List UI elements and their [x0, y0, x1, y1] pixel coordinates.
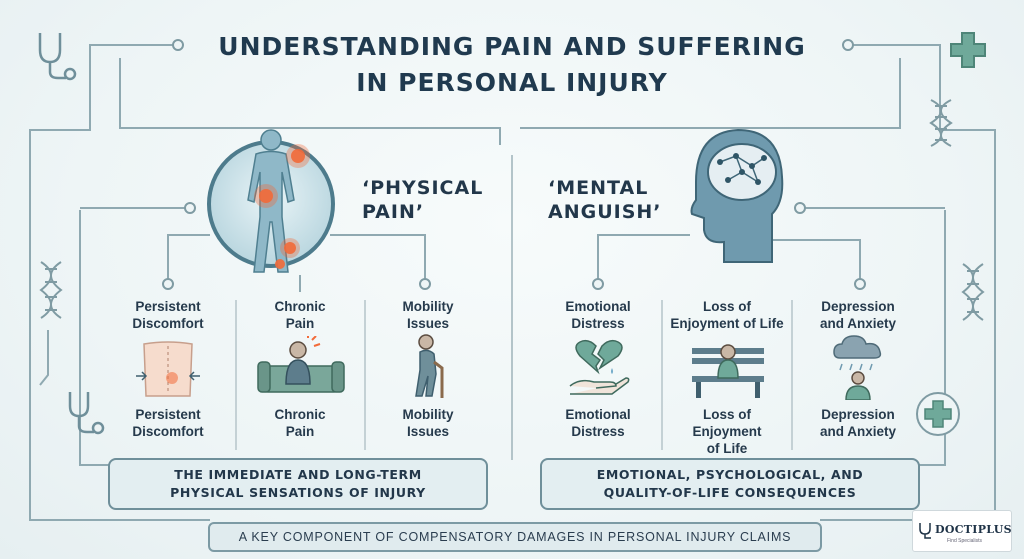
physical-summary-box: THE IMMEDIATE AND LONG-TERM PHYSICAL SEN…: [108, 458, 488, 510]
label-line: Enjoyment of Life: [670, 316, 784, 331]
logo-tagline: Find Specialists: [947, 538, 983, 544]
person-with-cane-icon: [415, 334, 444, 398]
persistent-discomfort-label: Persistent Discomfort: [106, 298, 230, 332]
stethoscope-icon: [38, 33, 77, 81]
caption-line: Persistent: [135, 407, 201, 422]
physical-heading-line-2: PAIN’: [362, 201, 425, 223]
loss-of-enjoyment-label: Loss of Enjoyment of Life: [664, 298, 790, 332]
label-line: and Anxiety: [819, 316, 897, 331]
caption-line: Mobility: [402, 407, 454, 422]
mobility-issues-label: Mobility Issues: [368, 298, 488, 332]
label-line: Pain: [285, 316, 315, 331]
emotional-distress-label: Emotional Distress: [538, 298, 658, 332]
label-line: Emotional: [565, 299, 631, 314]
caption-line: Issues: [406, 424, 450, 439]
depression-anxiety-caption: Depression and Anxiety: [796, 406, 920, 440]
physical-summary-line-2: PHYSICAL SENSATIONS OF INJURY: [170, 485, 426, 500]
caption-line: Discomfort: [132, 424, 204, 439]
dna-icon-left: [39, 261, 63, 319]
logo-text: DOCTIPLUS: [935, 523, 1012, 536]
doctiplus-logo: DOCTIPLUS Find Specialists: [912, 510, 1012, 552]
medical-cross-circle-icon: [916, 392, 960, 436]
mental-summary-line-1: EMOTIONAL, PSYCHOLOGICAL, AND: [596, 467, 864, 482]
caption-line: of Life: [706, 441, 748, 456]
human-body-icon: [207, 129, 335, 273]
caption-line: and Anxiety: [819, 424, 897, 439]
label-line: Issues: [406, 316, 450, 331]
caption-line: Enjoyment: [692, 424, 762, 439]
person-on-bench-icon: [692, 344, 764, 398]
logo-stethoscope-icon: [919, 523, 931, 539]
label-line: Mobility: [402, 299, 454, 314]
dna-icon-right: [961, 263, 985, 321]
physical-pain-heading: ‘PHYSICAL PAIN’: [362, 176, 483, 224]
chronic-pain-caption: Chronic Pain: [240, 406, 360, 440]
page-title-line-2: IN PERSONAL INJURY: [356, 68, 668, 97]
label-line: Discomfort: [132, 316, 204, 331]
depression-anxiety-label: Depression and Anxiety: [796, 298, 920, 332]
page-title-line-1: UNDERSTANDING PAIN AND SUFFERING: [218, 32, 806, 61]
mobility-issues-caption: Mobility Issues: [368, 406, 488, 440]
back-pain-icon: [136, 341, 200, 397]
mental-summary-box: EMOTIONAL, PSYCHOLOGICAL, AND QUALITY-OF…: [540, 458, 920, 510]
mental-heading-line-1: ‘MENTAL: [548, 177, 649, 199]
emotional-distress-caption: Emotional Distress: [538, 406, 658, 440]
caption-line: Depression: [821, 407, 895, 422]
caption-line: Emotional: [565, 407, 631, 422]
label-line: Distress: [571, 316, 625, 331]
caption-line: Chronic: [274, 407, 326, 422]
mental-summary-line-2: QUALITY-OF-LIFE CONSEQUENCES: [603, 485, 857, 500]
brain-head-icon: [690, 128, 784, 263]
person-on-couch-icon: [257, 336, 345, 393]
rain-cloud-person-icon: [833, 335, 882, 400]
label-line: Depression: [821, 299, 895, 314]
caption-line: Distress: [571, 424, 625, 439]
footer-banner: A KEY COMPONENT OF COMPENSATORY DAMAGES …: [208, 522, 822, 552]
broken-heart-hand-icon: [569, 339, 630, 395]
persistent-discomfort-caption: Persistent Discomfort: [106, 406, 230, 440]
medical-cross-icon: [950, 32, 986, 68]
label-line: Persistent: [135, 299, 201, 314]
physical-summary-line-1: THE IMMEDIATE AND LONG-TERM: [174, 467, 422, 482]
chronic-pain-label: Chronic Pain: [240, 298, 360, 332]
caption-line: Pain: [285, 424, 315, 439]
caption-line: Loss of: [702, 407, 751, 422]
mental-anguish-heading: ‘MENTAL ANGUISH’: [548, 176, 662, 224]
label-line: Chronic: [274, 299, 326, 314]
mental-heading-line-2: ANGUISH’: [548, 201, 662, 223]
dna-icon: [929, 99, 953, 147]
stethoscope-icon-small: [68, 392, 105, 435]
physical-heading-line-1: ‘PHYSICAL: [362, 177, 484, 199]
label-line: Loss of: [702, 299, 751, 314]
loss-of-enjoyment-caption: Loss of Enjoyment of Life: [664, 406, 790, 457]
